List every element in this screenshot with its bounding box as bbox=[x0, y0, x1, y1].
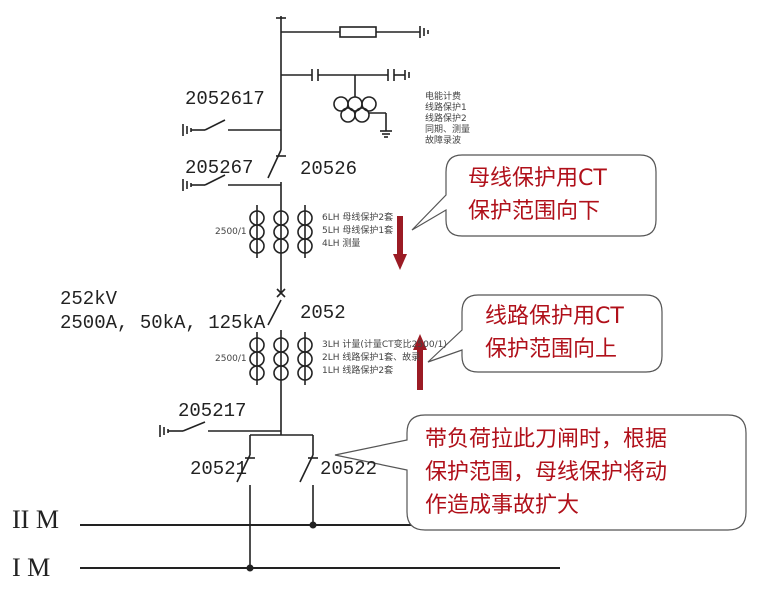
ct-note: 5LH 母线保护1套 bbox=[322, 226, 394, 236]
callout-line: 带负荷拉此刀闸时，根据 bbox=[425, 427, 668, 452]
voltage-transformer-icon bbox=[333, 96, 377, 123]
callout-line-ct-text: 线路保护用CT 保护范围向上 bbox=[485, 300, 624, 366]
callout-box-warning bbox=[334, 414, 747, 531]
rating-kv: 252kV bbox=[60, 288, 118, 310]
callout-line: 线路保护用CT bbox=[485, 304, 624, 329]
callout-line: 保护范围，母线保护将动 bbox=[425, 460, 668, 485]
callout-bus-ct-text: 母线保护用CT 保护范围向下 bbox=[468, 162, 607, 228]
label-20521: 20521 bbox=[190, 458, 248, 480]
ct-note: 3LH 计量(计量CT变比2500/1) bbox=[322, 340, 447, 350]
ct-note: 6LH 母线保护2套 bbox=[322, 213, 394, 223]
current-transformer-group-upper bbox=[249, 205, 313, 258]
ct-note: 4LH 测量 bbox=[322, 239, 361, 249]
ct-ratio-lower: 2500/1 bbox=[215, 354, 247, 364]
callout-box-bus-ct bbox=[411, 154, 657, 237]
ct-lower-notes: 3LH 计量(计量CT变比2500/1) 2LH 线路保护1套、故录 1LH 线… bbox=[322, 339, 447, 378]
disconnector-20522 bbox=[299, 454, 314, 483]
rating-values: 2500A, 50kA, 125kA bbox=[60, 312, 266, 334]
disconnector-20521 bbox=[236, 454, 251, 483]
disconnector-20526 bbox=[267, 149, 282, 179]
label-2052617: 2052617 bbox=[185, 88, 265, 110]
pt-notes: 电能计费 线路保护1 线路保护2 同期、测量 故障录波 bbox=[425, 92, 470, 147]
callout-line: 作造成事故扩大 bbox=[425, 493, 580, 518]
ct-note: 1LH 线路保护2套 bbox=[322, 366, 394, 376]
label-2052: 2052 bbox=[300, 302, 346, 324]
callout-line: 保护范围向下 bbox=[468, 199, 601, 224]
pt-note: 同期、测量 bbox=[425, 125, 471, 135]
ct-note: 2LH 线路保护1套、故录 bbox=[322, 353, 421, 363]
callout-line: 母线保护用CT bbox=[468, 166, 607, 191]
bus-label-II: II M bbox=[12, 505, 59, 534]
arrow-up-icon bbox=[413, 334, 427, 390]
ct-ratio-upper: 2500/1 bbox=[215, 227, 247, 237]
pt-note: 电能计费 bbox=[425, 92, 462, 102]
disconnector-2052 bbox=[267, 299, 282, 326]
pt-note: 线路保护1 bbox=[425, 103, 467, 113]
callout-warning-text: 带负荷拉此刀闸时，根据 保护范围，母线保护将动 作造成事故扩大 bbox=[425, 423, 667, 522]
arrow-down-icon bbox=[393, 216, 407, 270]
bus-label-I: I M bbox=[12, 553, 51, 582]
pt-note: 故障录波 bbox=[425, 136, 462, 146]
label-20522: 20522 bbox=[320, 458, 378, 480]
pt-note: 线路保护2 bbox=[425, 114, 467, 124]
callout-line: 保护范围向上 bbox=[485, 337, 618, 362]
label-20526: 20526 bbox=[300, 158, 358, 180]
label-205267: 205267 bbox=[185, 157, 254, 179]
callout-box-line-ct bbox=[427, 294, 663, 373]
label-205217: 205217 bbox=[178, 400, 247, 422]
earth-switch-2052617 bbox=[204, 119, 226, 131]
ct-upper-notes: 6LH 母线保护2套 5LH 母线保护1套 4LH 测量 bbox=[322, 212, 393, 251]
resistor-icon bbox=[339, 26, 377, 38]
current-transformer-group-lower bbox=[249, 332, 313, 385]
